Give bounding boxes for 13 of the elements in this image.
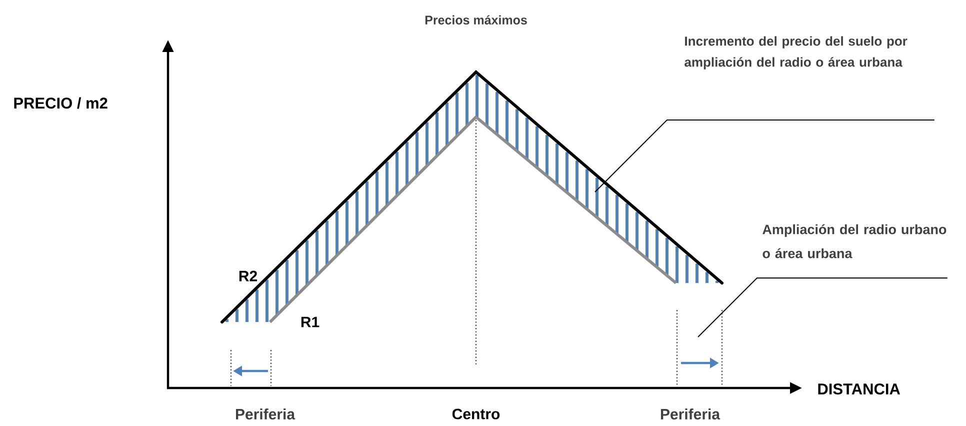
- annotation-text: Ampliación del radio urbano o área urbana: [762, 224, 946, 258]
- text-label: Precios máximos: [425, 15, 527, 24]
- text-label: R1: [301, 316, 320, 328]
- text-label: PRECIO / m2: [14, 97, 108, 109]
- leader-line: [698, 278, 948, 338]
- text-label: Periferia: [661, 408, 720, 420]
- leader-line: [594, 120, 935, 192]
- text-label: DISTANCIA: [818, 384, 900, 394]
- text-label: Periferia: [236, 408, 296, 420]
- text-label: Centro: [452, 408, 500, 420]
- annotation-text: Incremento del precio del suelo por ampliación del radio o área urbana: [684, 36, 908, 70]
- text-label: R2: [239, 270, 257, 282]
- expansion-zone: [676, 310, 723, 386]
